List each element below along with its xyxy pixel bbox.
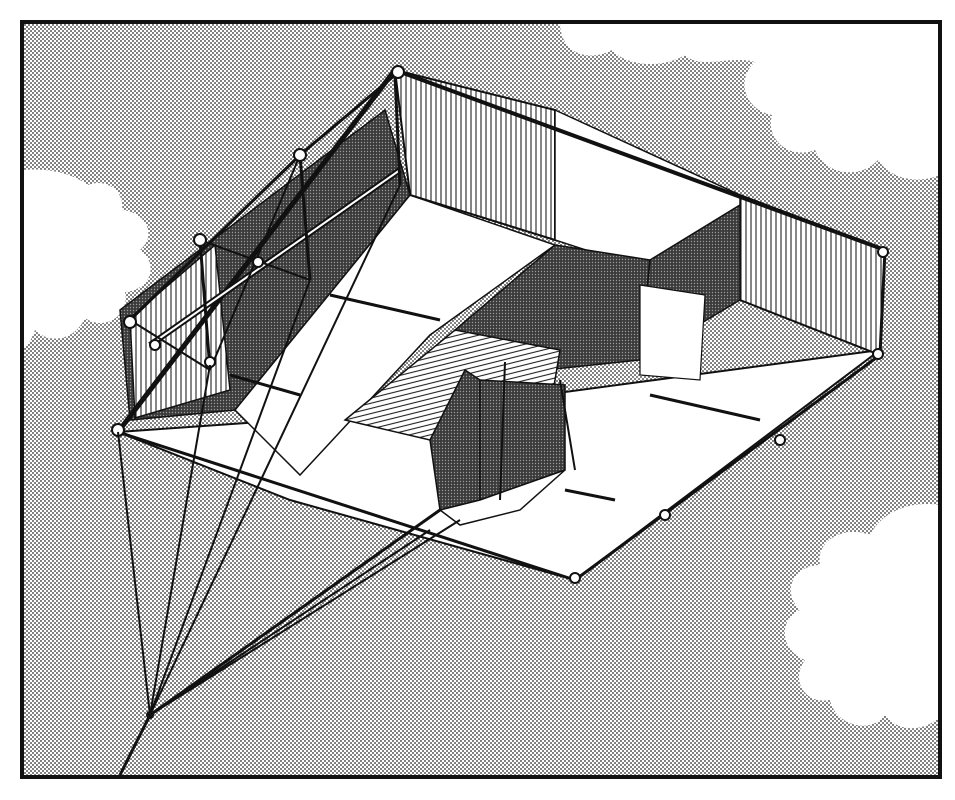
frame-border bbox=[20, 20, 942, 779]
cloud-top-right bbox=[560, 22, 940, 180]
bridle-lines bbox=[117, 184, 461, 717]
tether-line bbox=[118, 714, 152, 776]
spar-right bbox=[878, 249, 887, 356]
upper-left-sail bbox=[233, 194, 557, 477]
bridle-knot bbox=[146, 711, 154, 719]
joint-knobs bbox=[111, 65, 889, 584]
sail-seam bbox=[329, 293, 441, 322]
sail-seam bbox=[649, 393, 761, 422]
basket-strut bbox=[559, 379, 576, 471]
spar-front bbox=[574, 353, 881, 582]
box-kite bbox=[111, 65, 889, 584]
spar-left bbox=[116, 68, 397, 434]
sail-seam bbox=[564, 488, 616, 502]
truss-frame bbox=[128, 73, 402, 371]
cloud-bottom-right bbox=[784, 504, 940, 729]
spar-top bbox=[394, 68, 886, 252]
cloud-left bbox=[22, 169, 151, 350]
sail-seam bbox=[229, 373, 301, 397]
basket-strut bbox=[499, 361, 506, 501]
middle-white-panel bbox=[639, 284, 706, 381]
